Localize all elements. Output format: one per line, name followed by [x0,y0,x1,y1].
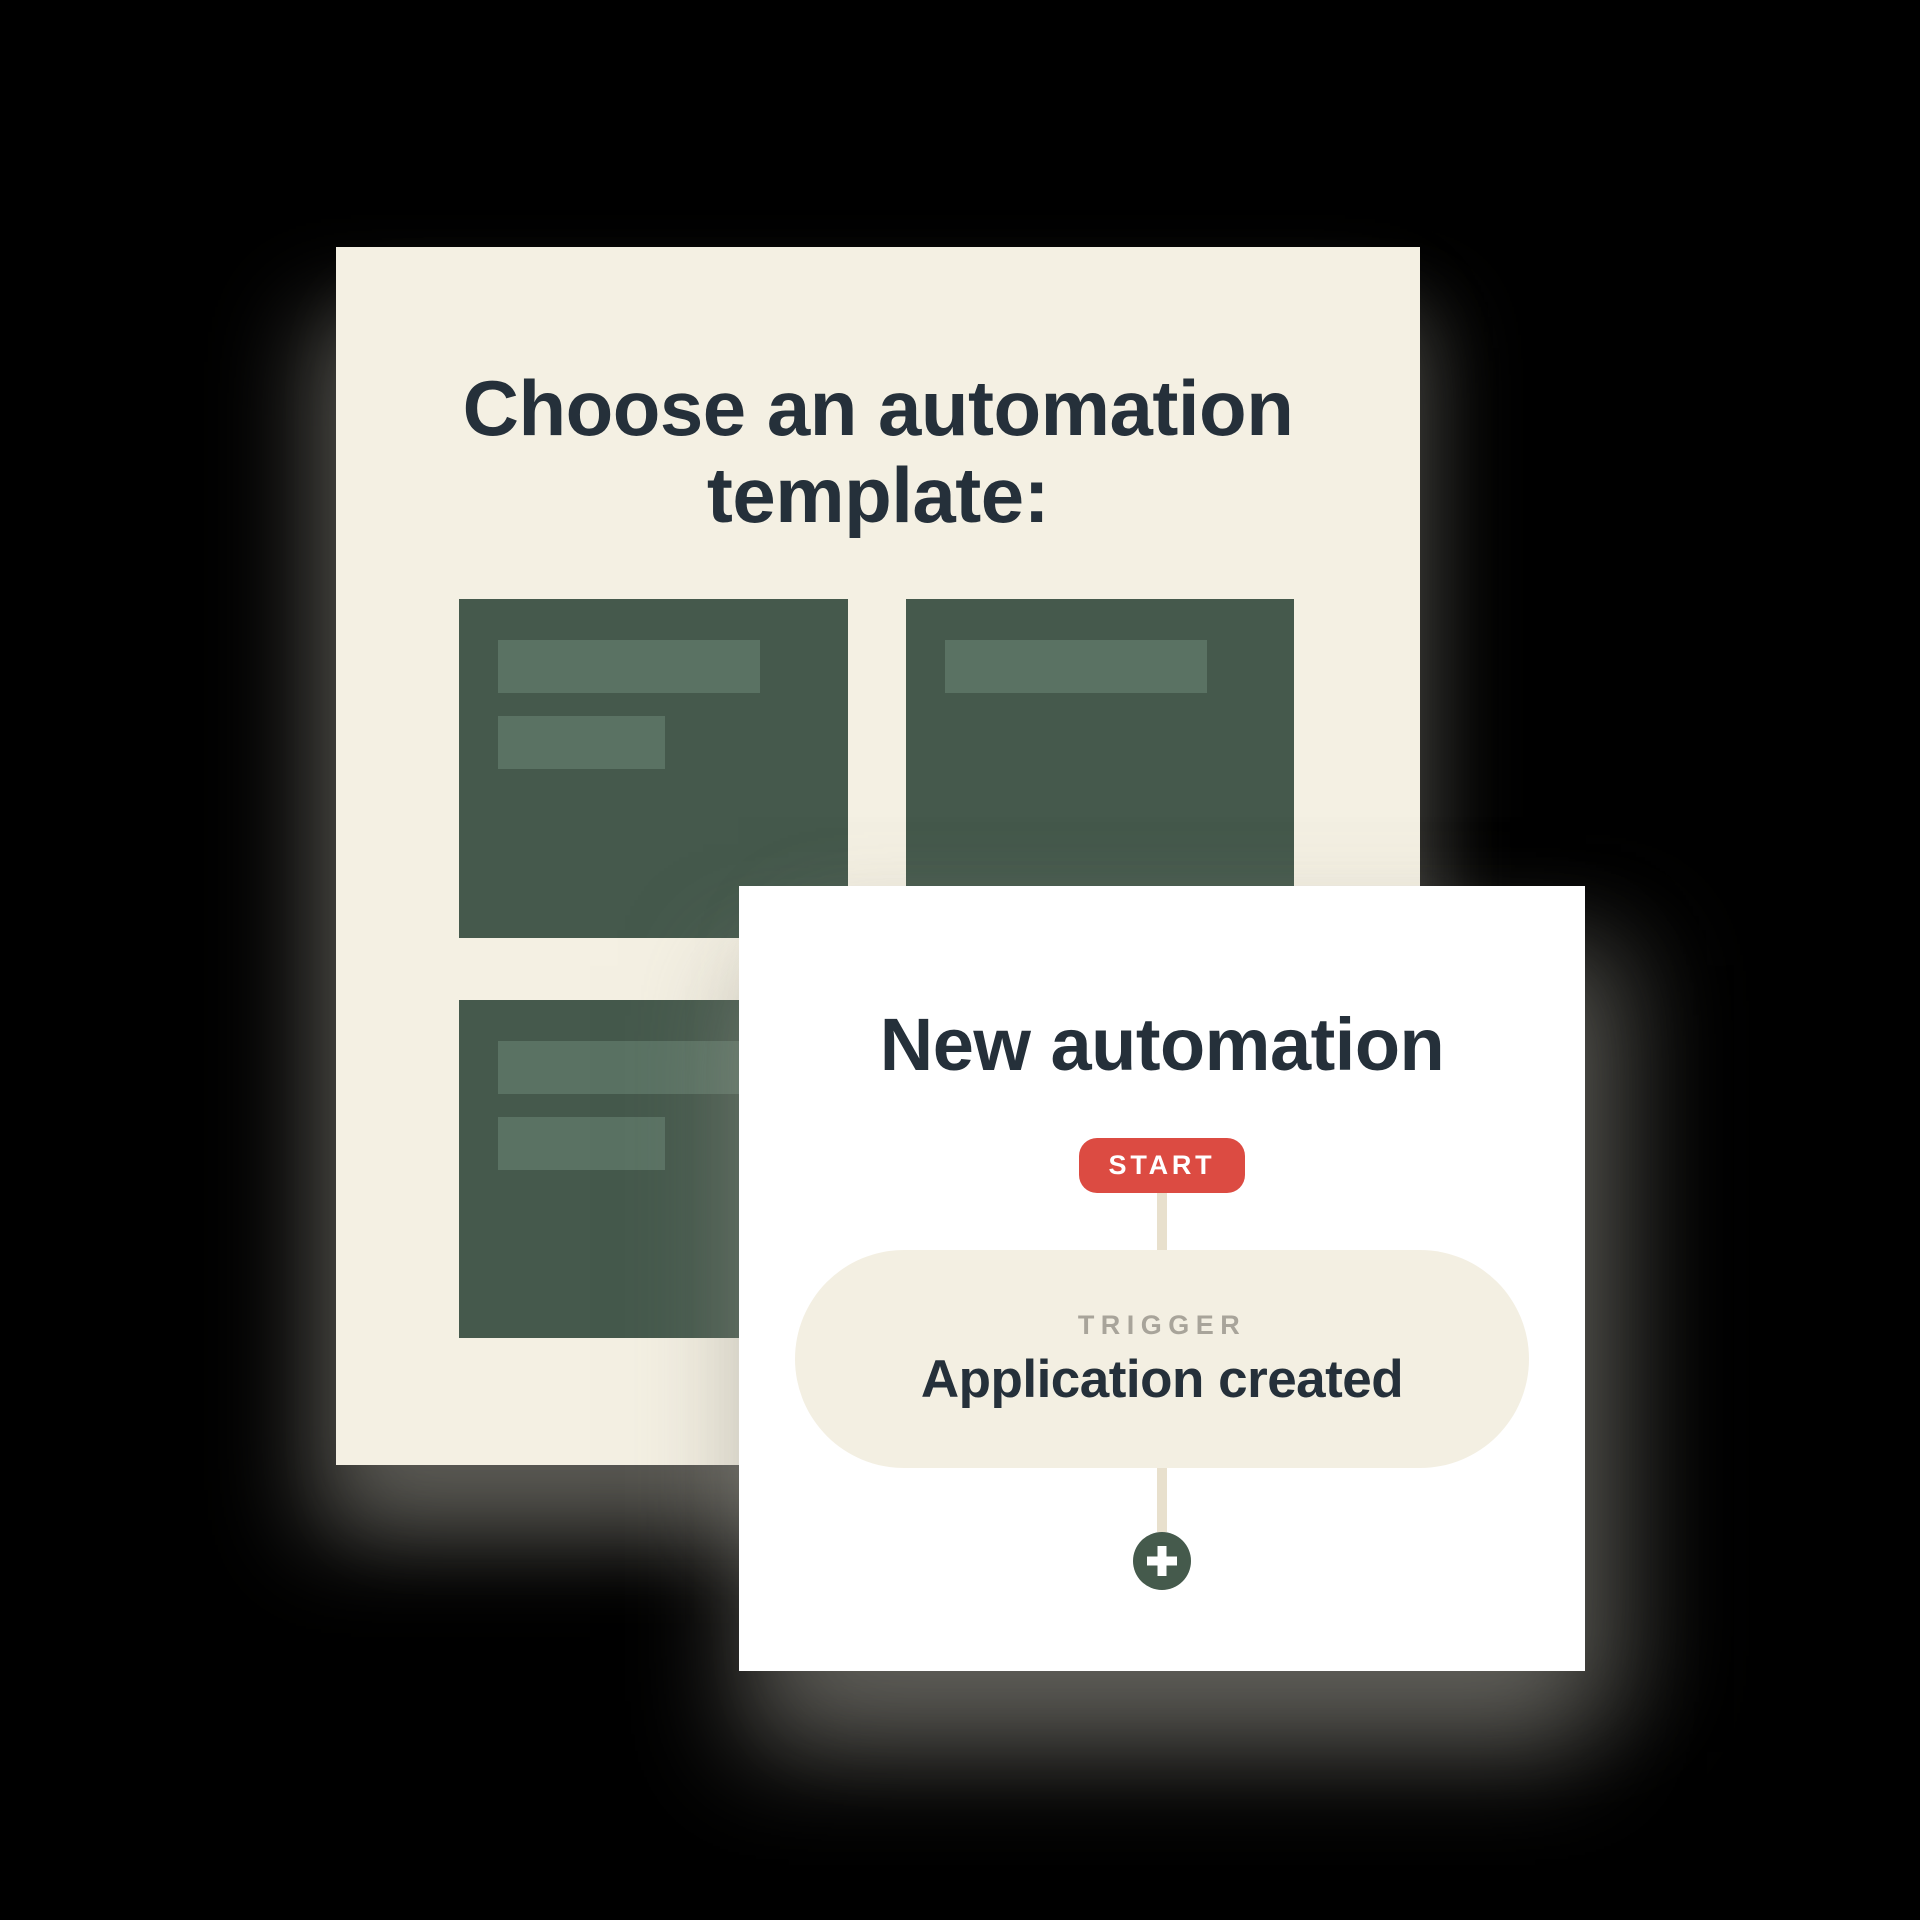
add-step-button[interactable] [1133,1532,1191,1590]
trigger-name: Application created [920,1350,1404,1409]
placeholder-line [498,716,665,769]
template-chooser-panel: Choose an automation template: [336,247,1420,1465]
placeholder-line [498,640,760,693]
template-card-1[interactable] [459,599,848,938]
template-card-2[interactable] [906,599,1294,938]
placeholder-line [498,1041,760,1094]
placeholder-line [945,640,1207,693]
connector-line [1157,1193,1167,1250]
start-node-badge: START [1078,1138,1246,1193]
trigger-node[interactable]: TRIGGER Application created [795,1250,1529,1468]
trigger-kind-label: TRIGGER [1077,1310,1247,1340]
connector-line [1157,1468,1167,1532]
plus-icon [1133,1532,1191,1590]
template-chooser-title: Choose an automation template: [462,364,1294,540]
builder-title: New automation [879,1003,1445,1086]
placeholder-line [498,1117,665,1170]
new-automation-panel: New automation START TRIGGER Application… [739,886,1585,1671]
